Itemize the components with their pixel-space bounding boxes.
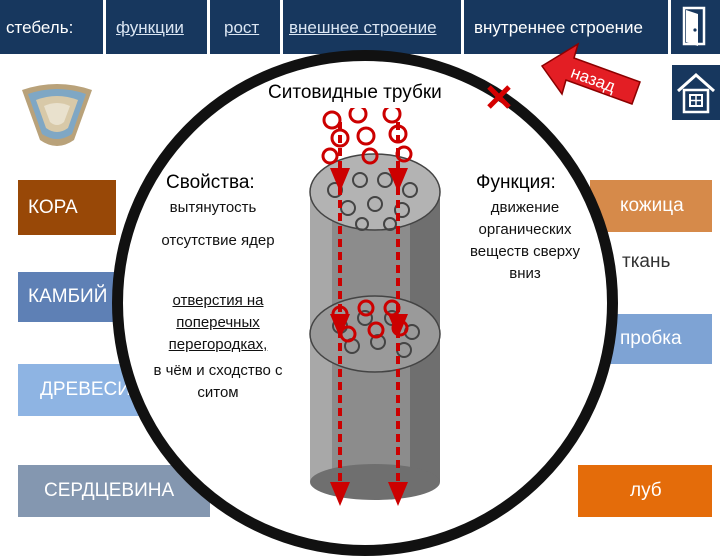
function-text: движение органических веществ сверху вни… xyxy=(470,199,580,282)
right-item-bast[interactable]: луб xyxy=(578,465,712,517)
exit-button[interactable] xyxy=(671,0,720,54)
function-heading: Функция: xyxy=(476,172,556,193)
door-exit-icon xyxy=(682,6,706,46)
home-button[interactable] xyxy=(672,65,720,120)
tab-external-structure[interactable]: внешнее строение xyxy=(283,0,461,54)
property-elongation: вытянутость xyxy=(169,199,257,216)
back-arrow-icon xyxy=(540,42,641,105)
close-icon[interactable] xyxy=(486,84,512,110)
property-pores: отверстия на поперечных перегородках, xyxy=(168,292,268,353)
properties-heading: Свойства: xyxy=(166,172,255,193)
home-icon xyxy=(677,72,715,114)
tab-stem[interactable]: стебель: xyxy=(0,0,103,54)
panel-title: Ситовидные трубки xyxy=(268,82,442,103)
tab-internal-structure[interactable]: внутреннее строение xyxy=(464,0,668,54)
back-button[interactable]: назад xyxy=(540,40,650,120)
property-sieve-likeness: в чём и сходство с ситом xyxy=(153,362,283,401)
left-item-wood[interactable]: ДРЕВЕСИНА xyxy=(18,364,148,416)
left-item-cambium[interactable]: КАМБИЙ xyxy=(18,272,116,322)
left-item-cortex[interactable]: КОРА xyxy=(18,180,116,235)
right-item-skin[interactable]: кожица xyxy=(590,180,712,232)
stem-cross-section-image[interactable] xyxy=(14,80,100,156)
sieve-tube-illustration xyxy=(309,108,441,506)
tab-functions[interactable]: функции xyxy=(106,0,207,54)
tab-growth[interactable]: рост xyxy=(210,0,280,54)
top-navigation: стебель: функции рост внешнее строение в… xyxy=(0,0,720,56)
property-no-nuclei: отсутствие ядер xyxy=(161,232,275,249)
